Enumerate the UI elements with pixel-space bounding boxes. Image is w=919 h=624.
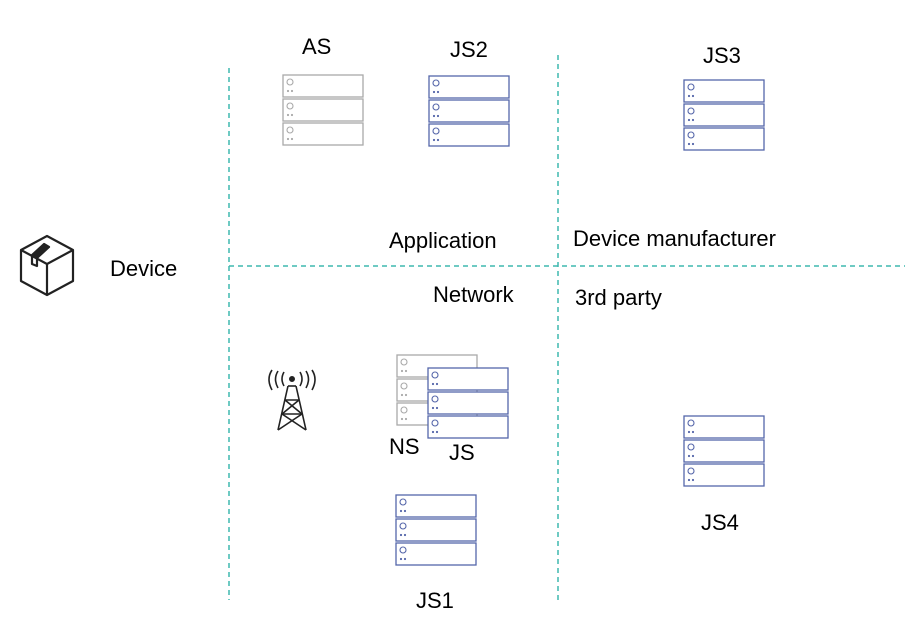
- radio-tower-icon: [268, 369, 316, 431]
- as-label: AS: [302, 34, 332, 59]
- third-party-label: 3rd party: [575, 285, 662, 310]
- network-label: Network: [433, 282, 514, 307]
- js1-label: JS1: [416, 588, 454, 613]
- device-label: Device: [110, 256, 178, 281]
- server-rack-icon-js2: [429, 76, 509, 146]
- js-label: JS: [449, 440, 475, 465]
- package-box-icon: [19, 234, 75, 297]
- application-label: Application: [389, 228, 497, 253]
- server-rack-icon-js3: [684, 80, 764, 150]
- server-rack-icon-js4: [684, 416, 764, 486]
- server-rack-icon-js1: [396, 495, 476, 565]
- server-rack-icon-as: [283, 75, 363, 145]
- ns-label: NS: [389, 434, 420, 459]
- server-rack-icon-js: [428, 368, 508, 438]
- js4-label: JS4: [701, 510, 739, 535]
- device-manufacturer-label: Device manufacturer: [573, 226, 776, 251]
- js3-label: JS3: [703, 43, 741, 68]
- js2-label: JS2: [450, 37, 488, 62]
